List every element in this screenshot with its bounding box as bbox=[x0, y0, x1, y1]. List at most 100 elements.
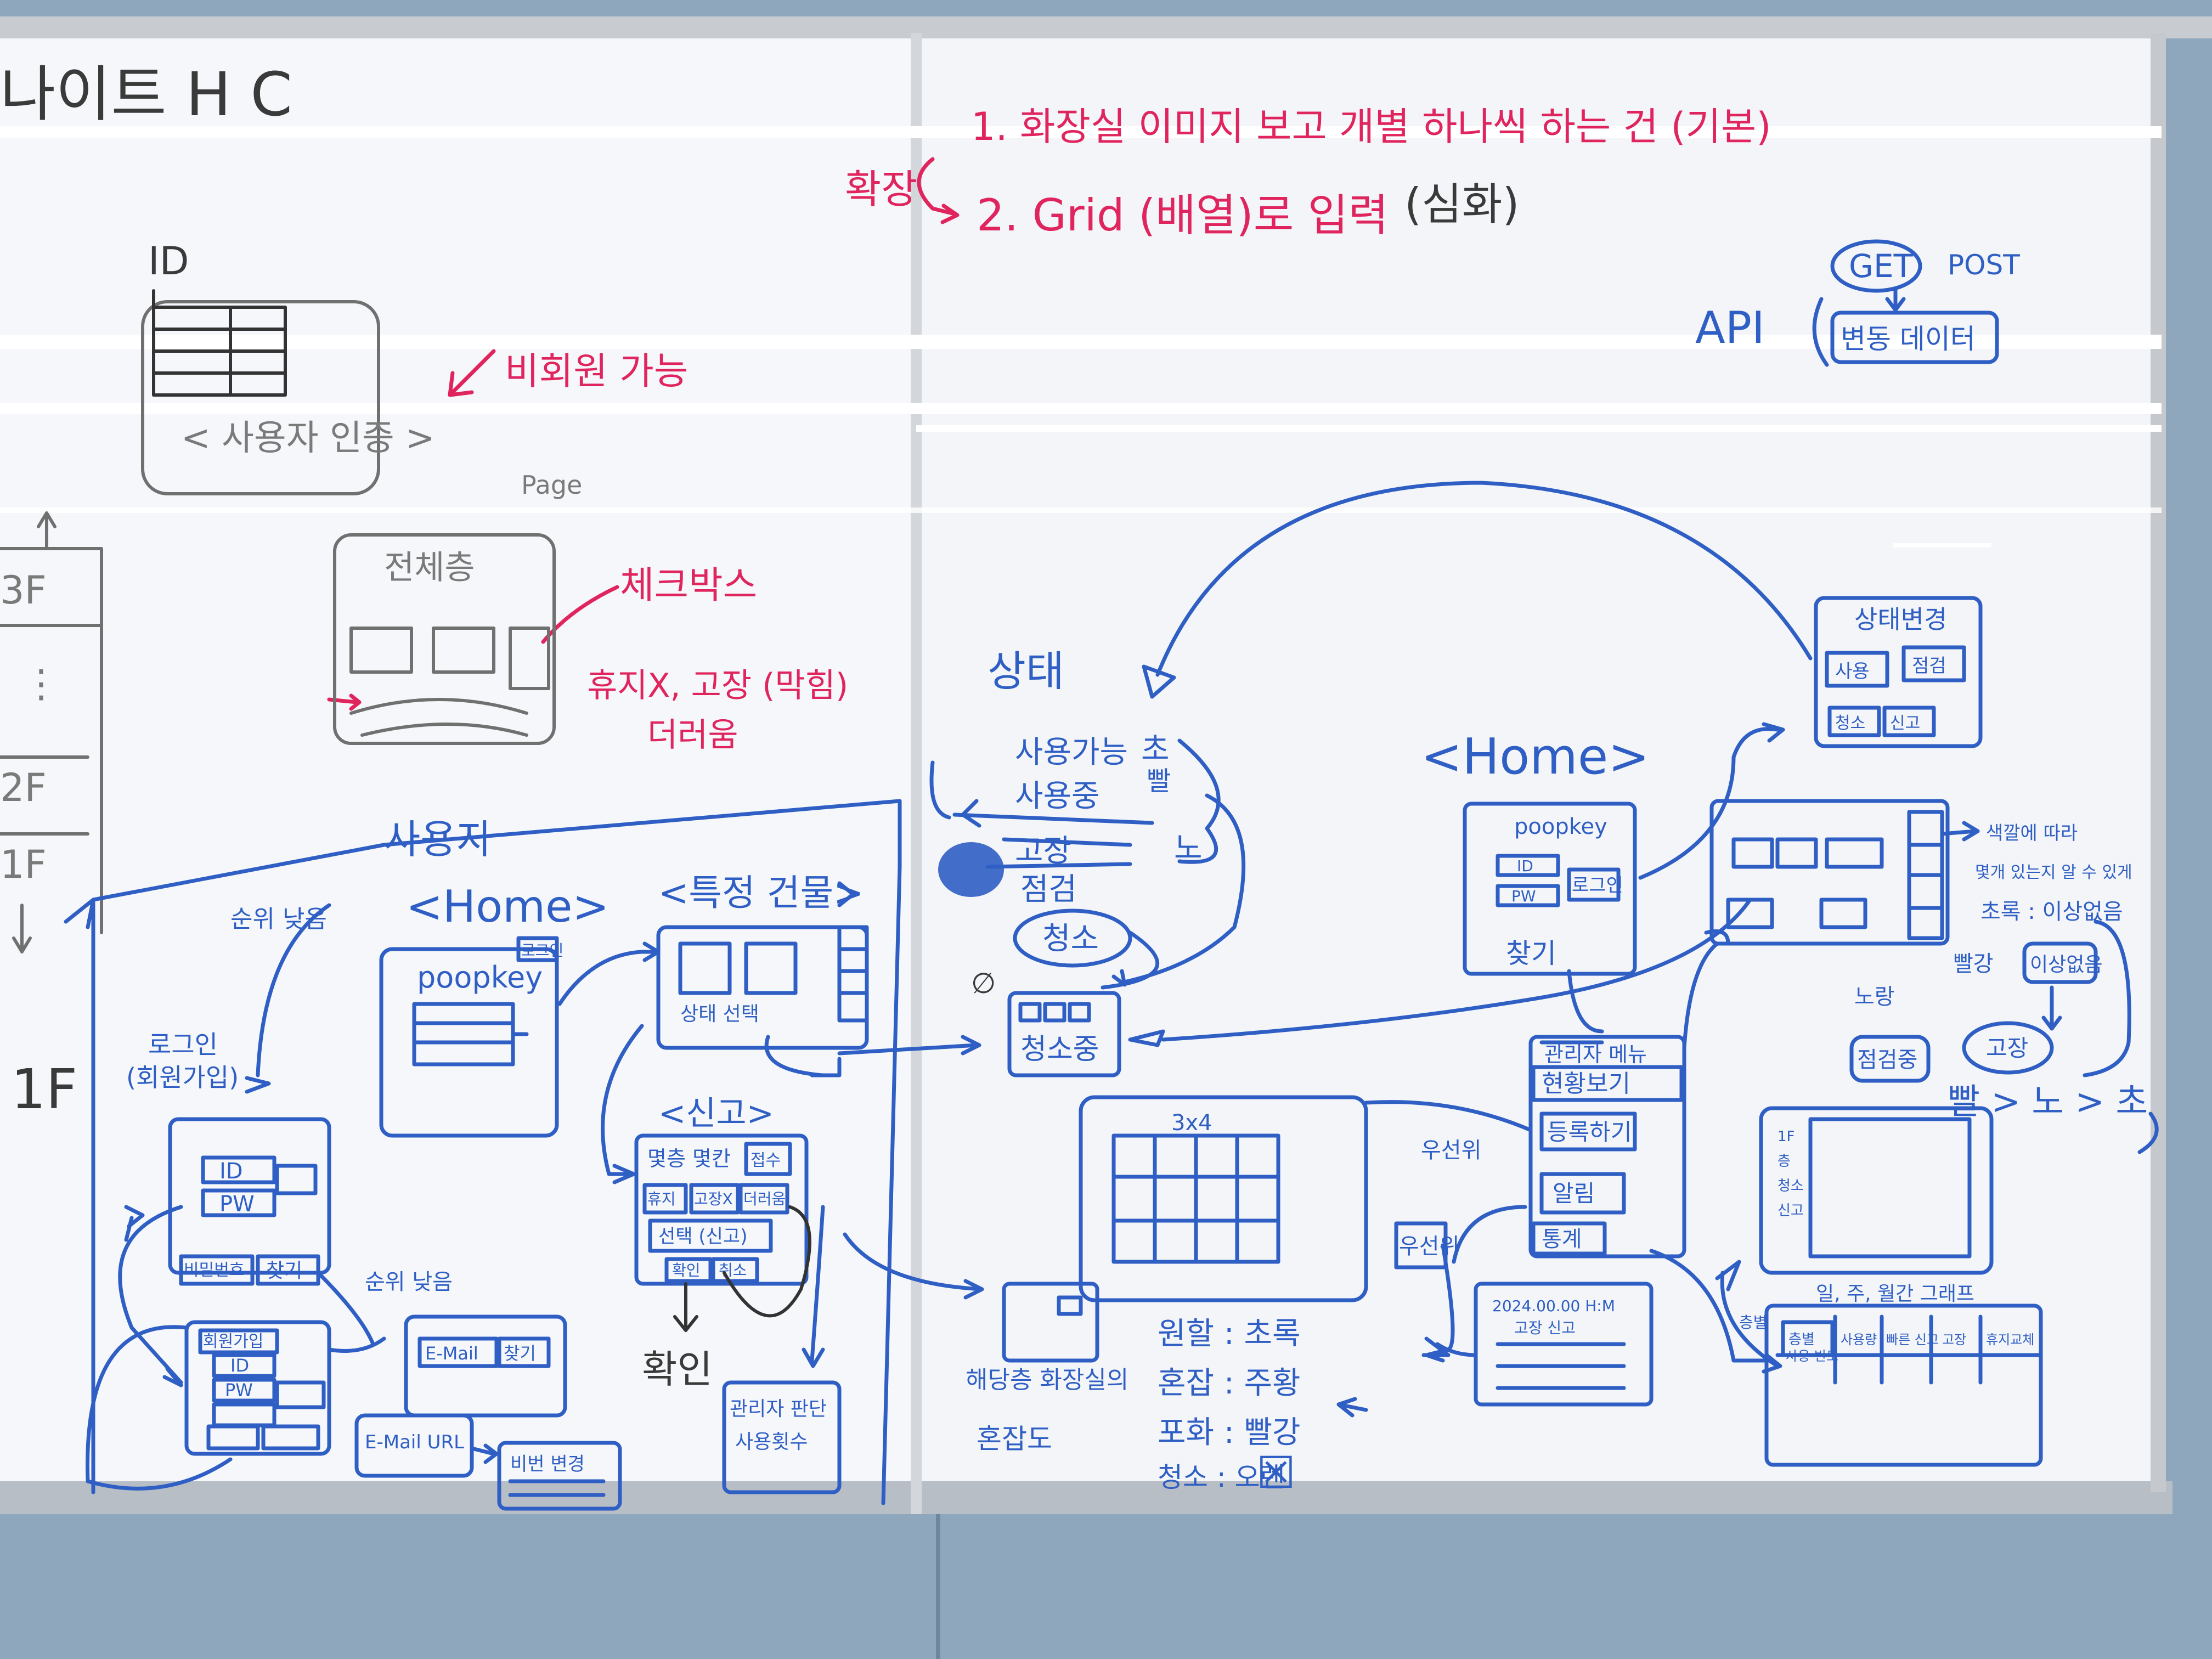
monitor-side-4: 신고 bbox=[1778, 1203, 1804, 1219]
floor-3f: 3F bbox=[0, 568, 47, 613]
ok-label: 이상없음 bbox=[2030, 953, 2102, 976]
menu-3: 알림 bbox=[1553, 1180, 1595, 1207]
report-cancel: 취소 bbox=[719, 1261, 747, 1279]
home1-login: 로그인 bbox=[521, 941, 563, 960]
admin-judge: 관리자 판단 bbox=[730, 1398, 827, 1420]
login-pw: PW bbox=[219, 1192, 255, 1217]
status-select: 상태 선택 bbox=[680, 1003, 759, 1025]
new-pw: 비번 변경 bbox=[510, 1453, 585, 1475]
alert-line-2: 고장 신고 bbox=[1514, 1319, 1576, 1337]
board-top-rail bbox=[0, 16, 2212, 38]
user-title: 사용자 bbox=[384, 816, 493, 862]
grid-label: 3x4 bbox=[1171, 1110, 1212, 1136]
login-find: 찾기 bbox=[266, 1260, 302, 1282]
api-get: GET bbox=[1849, 247, 1914, 285]
congestion-crowd: 혼잡 : 주황 bbox=[1158, 1365, 1301, 1401]
stats-side-label: 층별 bbox=[1739, 1313, 1768, 1331]
ghost-wireframes: ID < 사용자 인증 > Page 전체층 bbox=[141, 239, 582, 745]
floor-1f-big: 1F bbox=[11, 1057, 77, 1121]
board-right-frame bbox=[2151, 33, 2166, 1492]
status-s4: 점검 bbox=[1020, 872, 1077, 907]
menu-2: 등록하기 bbox=[1547, 1119, 1632, 1146]
report-sel3: 더러움 bbox=[743, 1190, 786, 1208]
board-bottom-rail bbox=[0, 1481, 2172, 1514]
status-s2: 사용중 bbox=[1015, 778, 1100, 814]
state-use: 사용 bbox=[1835, 661, 1870, 682]
report-select: 선택 (신고) bbox=[658, 1226, 747, 1248]
floor-scale: 3F ⋮ 2F 1F 1F bbox=[0, 511, 103, 1121]
light-reflections bbox=[0, 126, 2162, 548]
red-note-checkbox: 체크박스 bbox=[620, 564, 757, 607]
whiteboard-left bbox=[0, 33, 922, 1514]
home2-brand: poopkey bbox=[1514, 814, 1607, 839]
stats-col-2: 빠른 신고 bbox=[1886, 1332, 1939, 1347]
color-legend: 빨 > 노 > 초 bbox=[1948, 1082, 2148, 1122]
home1-title: <Home> bbox=[406, 881, 609, 932]
status-title: 상태 bbox=[988, 647, 1064, 696]
home2: <Home> poopkey ID PW 로그인 찾기 3x4 bbox=[1079, 722, 1785, 1302]
api-data: 변동 데이터 bbox=[1841, 323, 1976, 355]
home2-title: <Home> bbox=[1421, 728, 1650, 786]
user-flow: 사용자 순위 낮음 로그인 (회원가입) <Home> poopkey 로그인 … bbox=[64, 799, 902, 1511]
stats-col-3: 고장 bbox=[1942, 1332, 1966, 1347]
floor-2f: 2F bbox=[0, 765, 47, 810]
monitor-side-3: 청소 bbox=[1778, 1178, 1804, 1194]
stats-col-1: 사용량 bbox=[1841, 1332, 1877, 1347]
red-note-non-member: 비회원 가능 bbox=[505, 350, 688, 393]
signup-pw: PW bbox=[225, 1380, 253, 1401]
green-label: 초록 : 이상없음 bbox=[1980, 899, 2123, 924]
priority-up: 우선위 bbox=[1421, 1138, 1481, 1163]
congestion-title-2: 혼잡도 bbox=[977, 1423, 1052, 1455]
note-2: 몇개 있는지 알 수 있게 bbox=[1975, 863, 2132, 882]
inspect-label: 점검중 bbox=[1857, 1047, 1917, 1073]
order-low-2: 순위 낮음 bbox=[365, 1269, 453, 1295]
report-title: <신고> bbox=[658, 1094, 774, 1133]
admin-menu: 관리자 메뉴 현황보기 등록하기 알림 통계 우선위 우선위 bbox=[1394, 1035, 1686, 1363]
floor-1f: 1F bbox=[0, 842, 47, 887]
red-note-holiday: 휴지X, 고장 (막힘) bbox=[587, 667, 848, 705]
report-floor: 몇층 몇칸 bbox=[647, 1147, 731, 1171]
state-clean: 청소 bbox=[1835, 714, 1865, 733]
stats-col-4: 휴지교체 bbox=[1986, 1332, 2034, 1347]
signup-box: 회원가입 bbox=[203, 1332, 263, 1351]
report-sel2: 고장X bbox=[694, 1190, 733, 1208]
email-btn: E-Mail bbox=[425, 1343, 478, 1364]
status-null: ∅ bbox=[971, 967, 996, 1000]
api-post: POST bbox=[1948, 249, 2020, 281]
stats-title: 일, 주, 월간 그래프 bbox=[1816, 1283, 1974, 1305]
status-c1: 초 bbox=[1141, 732, 1170, 768]
red-note-line2-dark: (심화) bbox=[1404, 179, 1520, 230]
whiteboard-right bbox=[922, 33, 2162, 1487]
red-note-line2: 2. Grid (배열)로 입력 bbox=[977, 190, 1389, 241]
congestion-title-1: 해당층 화장실의 bbox=[966, 1366, 1128, 1394]
menu-head: 관리자 메뉴 bbox=[1544, 1042, 1647, 1066]
api-label: API bbox=[1695, 302, 1765, 353]
signup-label: (회원가입) bbox=[126, 1063, 239, 1092]
congestion-full: 포화 : 빨강 bbox=[1158, 1415, 1301, 1451]
home2-pw: PW bbox=[1511, 887, 1536, 905]
email-find: 찾기 bbox=[504, 1343, 536, 1364]
monitor-side-2: 층 bbox=[1778, 1153, 1791, 1170]
signup-id: ID bbox=[230, 1355, 249, 1376]
status-s5: 청소 bbox=[1042, 921, 1099, 957]
state-report: 신고 bbox=[1890, 714, 1920, 733]
menu-4: 통계 bbox=[1542, 1227, 1582, 1252]
report-confirm: 확인 bbox=[672, 1261, 701, 1279]
floor-dots: ⋮ bbox=[22, 661, 60, 706]
login-id: ID bbox=[219, 1159, 243, 1184]
stats-tab-1: 층별 bbox=[1788, 1331, 1815, 1348]
red-notes: 1. 화장실 이미지 보고 개별 하나씩 하는 건 (기본) 확장 2. Gri… bbox=[327, 104, 1771, 754]
menu-1: 현황보기 bbox=[1542, 1070, 1630, 1098]
login-pw-find: 비밀번호 bbox=[184, 1261, 244, 1280]
usage-count: 사용횟수 bbox=[735, 1431, 808, 1453]
yellow-label: 노랑 bbox=[1854, 984, 1895, 1009]
red-label: 빨강 bbox=[1953, 951, 1994, 977]
ghost-page-label: Page bbox=[521, 470, 582, 500]
right-side: 상태변경 사용 점검 청소 신고 색깔에 따라 몇개 있는지 알 수 있게 초록… bbox=[1421, 596, 2159, 1467]
home2-login: 로그인 bbox=[1572, 874, 1623, 896]
state-check: 점검 bbox=[1912, 655, 1946, 677]
priority-low: 우선위 bbox=[1399, 1234, 1459, 1259]
panel-seam bbox=[911, 33, 922, 1514]
congestion-clean-mark: ☒ bbox=[1256, 1447, 1296, 1498]
